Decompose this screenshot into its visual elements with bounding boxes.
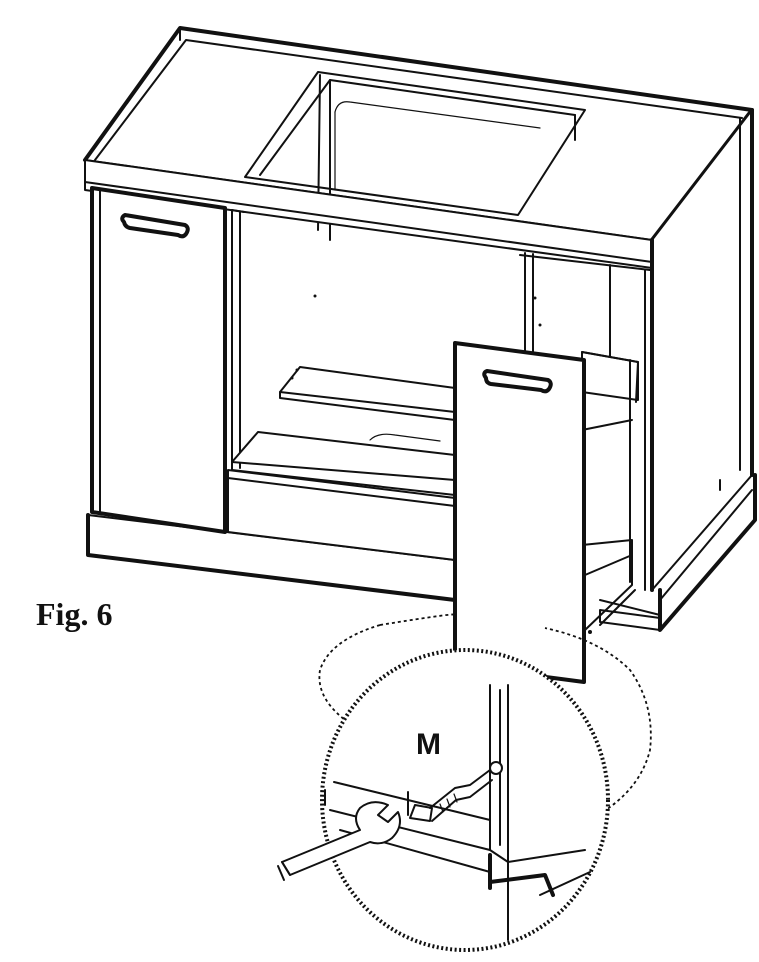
drawer-handle <box>482 369 553 394</box>
adjusting-screw <box>409 761 503 822</box>
right-side-panel <box>650 108 754 592</box>
part-label-m: M <box>416 728 441 761</box>
figure-label: Fig. 6 <box>36 596 113 632</box>
pull-out-drawer <box>581 351 639 634</box>
drawer-front <box>453 341 586 684</box>
detail-view <box>277 648 610 952</box>
zoom-callout <box>318 613 652 816</box>
wrench <box>277 801 401 881</box>
cabinet-interior <box>227 209 651 591</box>
left-door-handle <box>120 213 190 239</box>
left-door <box>90 186 227 534</box>
sink-opening <box>244 71 586 241</box>
